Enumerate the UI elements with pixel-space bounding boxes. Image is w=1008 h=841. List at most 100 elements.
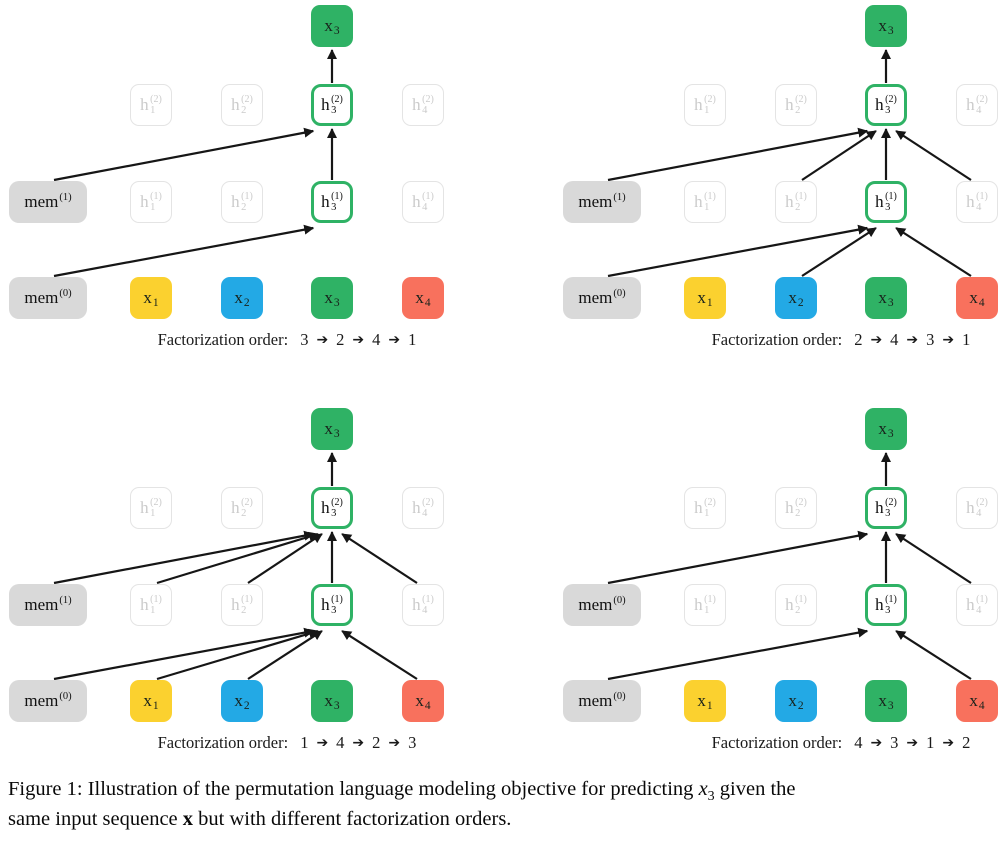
box-h2_2-faded: h(2)2 [221, 487, 263, 529]
box-h3_2-active: h(2)3 [865, 84, 907, 126]
math-x-subscript: 3 [707, 789, 715, 805]
node-subscript: 3 [887, 25, 894, 37]
factorization-order-caption: Factorization order:1➔4➔2➔3 [37, 733, 537, 753]
node-superscript: (1) [795, 594, 807, 606]
node-label: h [694, 95, 703, 114]
math-x: x [698, 778, 708, 800]
node-label: h [966, 595, 975, 614]
box-h4_1-faded: h(1)4 [402, 181, 444, 223]
node-superscript: (1) [59, 594, 72, 606]
node-label: x [788, 288, 797, 307]
node-superscript: (1) [613, 191, 626, 203]
node-superscript: (1) [885, 191, 897, 203]
arrow-h4_1-to-h3_2 [341, 533, 418, 584]
node-script-stack: (1)1 [150, 595, 162, 617]
right-arrow-icon: ➔ [388, 735, 401, 751]
node-script-stack: (2)1 [150, 95, 162, 117]
node-label: h [140, 498, 149, 517]
node-label: mem [578, 595, 613, 614]
node-label: h [875, 95, 884, 114]
figure-caption: Figure 1: Illustration of the permutatio… [8, 776, 1004, 833]
arrow-mem_bot-to-h3_1 [53, 627, 315, 681]
node-label: x [143, 288, 152, 307]
node-script-stack: (2)4 [976, 498, 988, 520]
node-subscript: 3 [885, 105, 891, 117]
right-arrow-icon: ➔ [942, 332, 955, 348]
node-label: mem [24, 691, 59, 710]
node-script-stack: (2)1 [704, 95, 716, 117]
node-label: h [412, 192, 421, 211]
node-subscript: 3 [887, 428, 894, 440]
node-label: x [878, 16, 887, 35]
node-label: h [140, 595, 149, 614]
node-subscript: 1 [704, 605, 710, 617]
node-superscript: (2) [422, 94, 434, 106]
node-label: h [321, 95, 330, 114]
node-script-stack: (2)4 [976, 95, 988, 117]
box-h1_2-faded: h(2)1 [130, 84, 172, 126]
arrow-mem_bot-to-h3_1 [607, 224, 869, 278]
box-h4_1-faded: h(1)4 [956, 181, 998, 223]
arrow-mem_mid-to-h3_2 [53, 127, 315, 182]
node-subscript: 3 [331, 105, 337, 117]
node-subscript: 4 [424, 700, 431, 712]
node-subscript: 2 [795, 605, 801, 617]
box-h1_1-faded: h(1)1 [130, 584, 172, 626]
box-mem_mid-mem: mem(1) [9, 584, 87, 626]
node-superscript: (2) [150, 94, 162, 106]
node-label: h [140, 95, 149, 114]
node-subscript: 1 [152, 297, 159, 309]
node-label: h [412, 595, 421, 614]
node-label: x [324, 288, 333, 307]
right-arrow-icon: ➔ [870, 332, 883, 348]
box-h4_1-faded: h(1)4 [956, 584, 998, 626]
node-subscript: 3 [333, 25, 340, 37]
node-label: mem [24, 192, 59, 211]
node-superscript: (2) [241, 94, 253, 106]
node-subscript: 4 [978, 700, 985, 712]
node-label: mem [578, 192, 613, 211]
node-script-stack: (2)1 [704, 498, 716, 520]
order-step: 3 [300, 330, 309, 349]
arrow-h2_1-to-h3_2 [801, 130, 877, 181]
node-label: h [785, 498, 794, 517]
arrow-h4_1-to-h3_2 [895, 130, 972, 181]
order-step: 4 [372, 330, 381, 349]
node-superscript: (2) [150, 497, 162, 509]
right-arrow-icon: ➔ [352, 735, 365, 751]
node-subscript: 3 [885, 202, 891, 214]
node-label: mem [24, 288, 59, 307]
box-h1_1-faded: h(1)1 [684, 584, 726, 626]
node-script-stack: (2)1 [150, 498, 162, 520]
node-subscript: 1 [150, 605, 156, 617]
node-label: h [785, 595, 794, 614]
arrow-mem_bot-to-h3_1 [53, 224, 315, 278]
factorization-order-caption: Factorization order:3➔2➔4➔1 [37, 330, 537, 350]
node-label: x [788, 691, 797, 710]
node-superscript: (2) [885, 497, 897, 509]
box-h3_2-active: h(2)3 [311, 84, 353, 126]
node-label: h [321, 595, 330, 614]
node-script-stack: (2)3 [331, 498, 343, 520]
node-subscript: 3 [331, 605, 337, 617]
node-subscript: 4 [976, 605, 982, 617]
node-script-stack: (1)2 [241, 595, 253, 617]
box-mem_bot-mem: mem(0) [9, 277, 87, 319]
node-label: h [412, 498, 421, 517]
node-subscript: 2 [795, 202, 801, 214]
node-superscript: (0) [613, 594, 626, 606]
order-step: 1 [926, 733, 935, 752]
node-script-stack: (2)2 [795, 498, 807, 520]
node-script-stack: (1)2 [795, 595, 807, 617]
arrow-h1_1-to-h3_2 [156, 531, 319, 585]
node-superscript: (1) [150, 594, 162, 606]
node-subscript: 3 [333, 297, 340, 309]
node-script-stack: (2)3 [885, 95, 897, 117]
box-h2_2-faded: h(2)2 [775, 487, 817, 529]
